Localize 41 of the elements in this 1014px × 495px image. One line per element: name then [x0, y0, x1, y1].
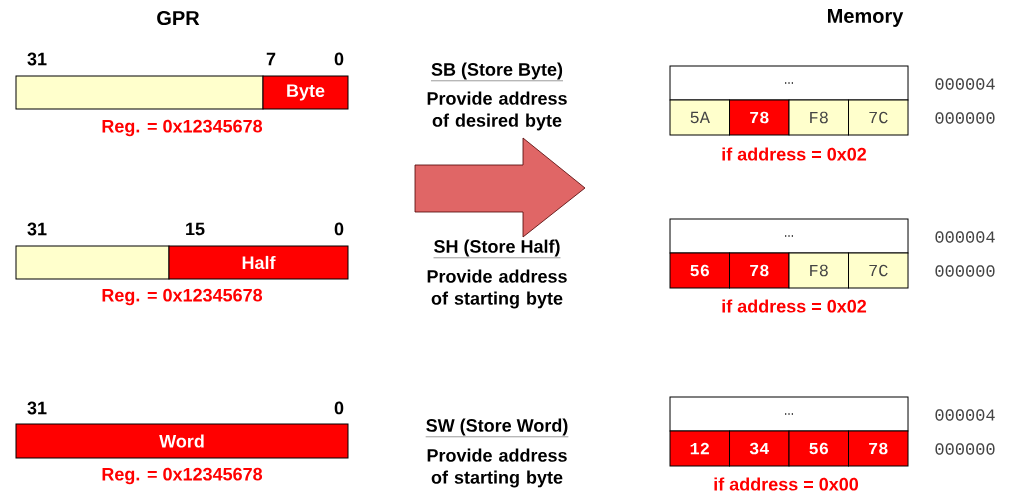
memory-cell: 56 — [669, 252, 730, 289]
address-condition: if address = 0x02 — [722, 147, 867, 161]
memory-address: 000000 — [935, 112, 995, 124]
memory-cell: 78 — [729, 99, 790, 136]
bit-number: 15 — [186, 222, 205, 236]
register-value: Reg. = 0x12345678 — [102, 288, 263, 306]
memory-cell: F8 — [788, 99, 849, 136]
memory-cell: 7C — [848, 252, 909, 289]
bit-number: 7 — [266, 52, 276, 66]
instruction-name: SW (Store Word) — [425, 418, 569, 437]
memory-row: ... — [669, 65, 909, 101]
instruction-description: Provide address of desired byte — [427, 91, 567, 131]
memory-address: 000004 — [935, 409, 995, 421]
instruction-description: Provide address of starting byte — [427, 448, 567, 488]
register-field — [15, 245, 170, 280]
memory-cell: 34 — [729, 430, 790, 467]
memory-cell: 12 — [669, 430, 730, 467]
register-field: Byte — [262, 75, 349, 110]
memory-address: 000000 — [935, 265, 995, 277]
register-field: Word — [15, 423, 349, 459]
instruction-name: SB (Store Byte) — [430, 62, 564, 81]
register-field: Half — [168, 245, 349, 280]
instruction-name: SH (Store Half) — [433, 239, 561, 258]
memory-row: ... — [669, 396, 909, 432]
address-condition: if address = 0x00 — [714, 477, 859, 491]
memory-cell: 78 — [848, 430, 909, 467]
memory-cell: 5A — [669, 99, 730, 136]
memory-address: 000000 — [935, 443, 995, 455]
address-condition: if address = 0x02 — [722, 299, 867, 313]
memory-cell: F8 — [788, 252, 849, 289]
memory-address: 000004 — [935, 78, 995, 90]
memory-address: 000004 — [935, 231, 995, 243]
heading: GPR — [157, 10, 200, 26]
memory-cell: 78 — [729, 252, 790, 289]
memory-cell: 7C — [848, 99, 909, 136]
register-value: Reg. = 0x12345678 — [102, 119, 263, 137]
instruction-description: Provide address of starting byte — [427, 269, 567, 309]
heading: Memory — [828, 9, 904, 27]
register-field — [15, 75, 264, 110]
memory-cell: 56 — [788, 430, 849, 467]
memory-row: ... — [669, 218, 909, 254]
